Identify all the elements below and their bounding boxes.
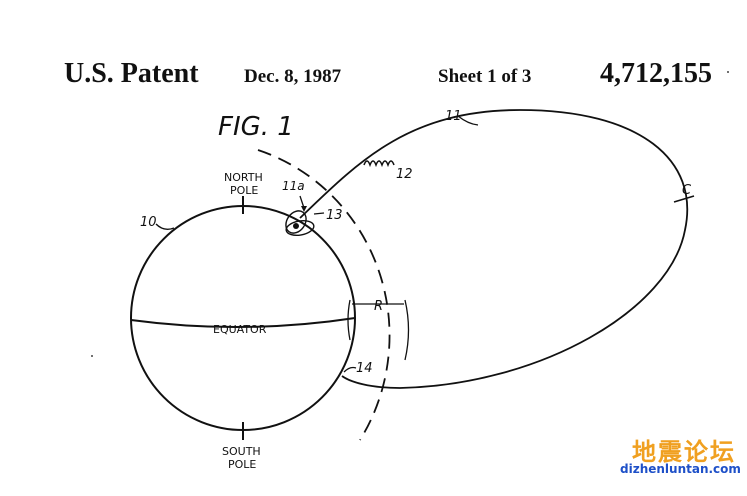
loop-ref-label: 13 [326, 208, 343, 223]
circumference-label: C [682, 183, 692, 198]
equator-label: EQUATOR [213, 323, 267, 336]
orbit-loop [299, 109, 689, 389]
earth-ref-leader [155, 223, 175, 231]
antenna-ref-label: 11a [282, 179, 305, 193]
radius-marker-inner [347, 299, 351, 341]
figure-title: FIG. 1 [218, 112, 294, 142]
earth-sphere [130, 205, 356, 431]
ground-ref-leader [343, 366, 357, 373]
watermark-logo-text: 地震论坛 [632, 438, 736, 466]
equator-line [130, 317, 356, 328]
north-pole-label-2: POLE [230, 184, 258, 197]
radius-marker-outer [404, 299, 410, 361]
sheet-number: Sheet 1 of 3 [438, 66, 532, 87]
patent-number: 4,712,155 [600, 58, 712, 89]
loop-ref-leader [313, 212, 325, 215]
orbit-ref-label: 11 [445, 109, 462, 124]
watermark-url: dizhenluntan.com [620, 462, 741, 476]
coil-icon [363, 160, 395, 168]
patent-title: U.S. Patent [64, 58, 199, 89]
circumference-tick [673, 195, 695, 203]
patent-date: Dec. 8, 1987 [244, 66, 342, 87]
south-pole-label-1: SOUTH [222, 445, 261, 458]
coil-ref-label: 12 [396, 167, 413, 182]
south-pole-label-2: POLE [228, 458, 256, 471]
earth-ref-label: 10 [140, 215, 157, 230]
antenna-ref-arrowhead [301, 206, 307, 212]
ground-ref-label: 14 [356, 361, 373, 376]
orbit-ref-leader [457, 115, 479, 126]
radius-arc-dashed [257, 149, 391, 441]
stray-dot [727, 71, 729, 73]
loop-antenna-icon [285, 210, 315, 237]
north-pole-label-1: NORTH [224, 171, 263, 184]
stray-dot [91, 355, 93, 357]
radius-label: R [374, 299, 383, 314]
